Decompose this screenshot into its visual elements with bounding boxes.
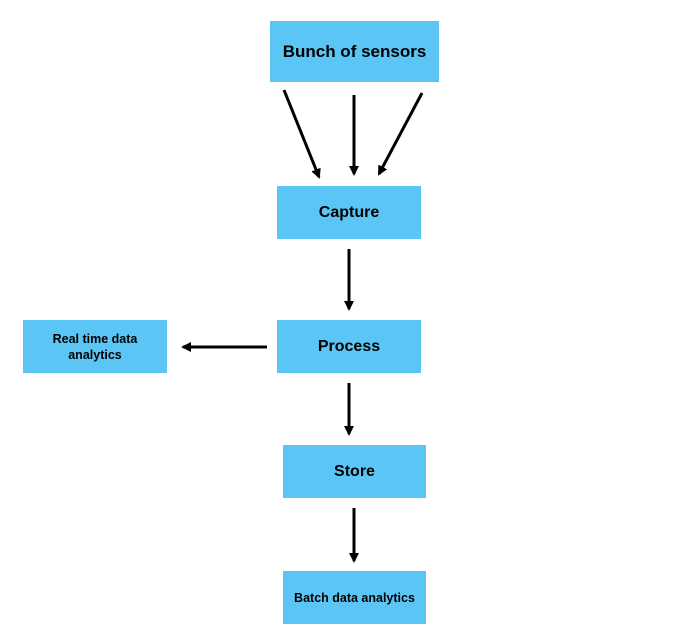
arrow-sensors-to-capture-left: [282, 89, 321, 179]
node-label: Real time data analytics: [52, 331, 138, 362]
node-label: Batch data analytics: [294, 590, 415, 605]
node-label: Capture: [318, 203, 380, 221]
node-real-time-data-analytics: Real time data analytics: [23, 320, 167, 373]
node-label: Bunch of sensors: [282, 41, 427, 61]
node-batch-data-analytics: Batch data analytics: [283, 571, 426, 624]
node-capture: Capture: [277, 186, 421, 239]
node-bunch-of-sensors: Bunch of sensors: [270, 21, 439, 82]
arrow-sensors-to-capture-right: [377, 92, 424, 176]
node-store: Store: [283, 445, 426, 498]
node-label: Store: [334, 462, 375, 480]
node-label: Process: [317, 337, 381, 355]
node-process: Process: [277, 320, 421, 373]
